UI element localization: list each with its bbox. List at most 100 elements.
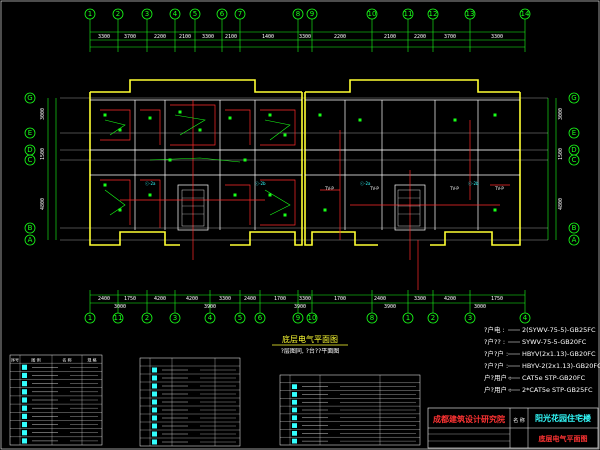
left-unit-wiring: [100, 100, 296, 260]
axis-label: 1: [88, 10, 92, 18]
axis-bubble-left: A: [24, 234, 36, 246]
stair-right: [397, 189, 421, 227]
svg-text:ⓒ-2a: ⓒ-2a: [360, 180, 371, 186]
fixture-marker: [243, 158, 247, 162]
legend-symbol: [22, 372, 27, 379]
axis-label: 2: [116, 10, 120, 18]
cable-note: ?户电 :2(SYWV-75-5)-GB25FC: [484, 325, 596, 334]
legend-header: 图 例: [31, 357, 40, 363]
axis-bubble-bottom: 2: [427, 290, 439, 324]
stair-left: [181, 189, 205, 227]
legend-symbol: [22, 430, 27, 436]
axis-bubble-bottom: 8: [366, 290, 378, 324]
right-unit-walls: [304, 79, 521, 246]
dim-label: 2100: [225, 34, 237, 40]
project-label: 名 称: [513, 417, 525, 424]
legend-symbol: [292, 430, 297, 436]
cable-code: ?户?户 :: [484, 349, 508, 358]
legend-symbol: [292, 438, 297, 444]
axis-label: C: [572, 156, 577, 164]
axis-label: 3: [145, 10, 149, 18]
axis-bubble-top: 3: [141, 8, 153, 52]
cable-code: 户?用户 :: [484, 373, 511, 382]
fixture-marker: [233, 193, 237, 197]
legend-symbol: [152, 367, 157, 373]
axis-label: D: [571, 146, 576, 154]
axis-label: 14: [521, 10, 530, 18]
dim-label: 1400: [262, 34, 274, 40]
axis-bubble-right: E: [568, 127, 580, 139]
legend-symbol: [152, 407, 157, 413]
axis-bubble-top: 9: [306, 8, 318, 52]
cable-spec: CAT5e STP-GB20FC: [522, 374, 586, 382]
cable-note: ?户?户 :HBYV(2x1.13)-GB20FC: [484, 349, 596, 358]
legend-symbol: [152, 431, 157, 437]
axis-bubble-left: G: [24, 92, 36, 104]
axis-label: 3: [173, 314, 177, 322]
cable-spec: HBYV-2(2x1.13)-GB20FC: [522, 362, 600, 370]
dim-label: 2200: [414, 34, 426, 40]
dimension-lines-top: [90, 31, 525, 48]
room-labels: ⓒ-2a ⓒ-2b ⓒ-2a ⓒ-2b TV-P TV-P TV-P TV-P: [145, 180, 504, 191]
svg-text:TV-P: TV-P: [369, 186, 379, 191]
legend-symbol: [152, 375, 157, 381]
axis-label: 6: [220, 10, 225, 18]
svg-text:ⓒ-2a: ⓒ-2a: [145, 180, 156, 186]
fixture-marker: [148, 116, 152, 120]
axis-label: E: [572, 129, 576, 137]
axis-bubble-top: 10: [366, 8, 378, 52]
svg-text:TV-P: TV-P: [494, 186, 504, 191]
dim-label: 2100: [384, 34, 396, 40]
axis-bubble-bottom: 6: [254, 290, 266, 324]
legend-symbol: [292, 392, 297, 397]
institute-name: 成都建筑设计研究院: [433, 414, 505, 424]
axis-label: 1: [88, 314, 92, 322]
axis-label: G: [571, 94, 576, 102]
cable-code: ?户电 :: [484, 325, 505, 334]
dim-label: 2200: [154, 34, 166, 40]
axis-bubble-left: D: [24, 144, 36, 156]
axis-bubble-left: B: [24, 222, 36, 234]
dim-label: 2200: [334, 34, 346, 40]
axis-bubble-bottom: 1: [84, 290, 96, 324]
dimension-lines-left: 3000 1500 4800: [40, 98, 57, 240]
fixture-marker: [493, 113, 497, 117]
dim-label: 1700: [274, 296, 286, 302]
dim-label: 3000: [114, 304, 126, 310]
fixture-marker: [283, 213, 287, 217]
plan-title: 底层电气平面图: [282, 334, 338, 344]
legend-symbol: [292, 415, 297, 421]
legend-header: 名 称: [62, 357, 71, 363]
axis-label: 11: [114, 314, 123, 322]
axis-bubble-bottom: 9: [292, 290, 304, 324]
fixture-marker: [493, 208, 497, 212]
cable-note: 户?用户 : CAT5e STP-GB20FC: [484, 373, 586, 382]
legend-table-2: [139, 357, 241, 447]
svg-text:ⓒ-2b: ⓒ-2b: [255, 180, 266, 186]
dim-label: 2400: [374, 296, 386, 302]
axis-label: 2: [145, 314, 149, 322]
dim-label: 3700: [444, 34, 456, 40]
axis-bubble-bottom: 5: [234, 290, 246, 324]
legend-symbol: [292, 384, 297, 390]
fixture-marker: [453, 118, 457, 122]
axis-bubble-right: B: [568, 222, 580, 234]
dim-label: 3900: [204, 304, 216, 310]
axis-label: B: [572, 224, 577, 232]
dim-label: 3300: [98, 34, 110, 40]
axis-label: 12: [429, 10, 438, 18]
legend-symbol: [152, 439, 157, 445]
axis-label: 9: [296, 314, 300, 322]
axis-bubble-right: G: [568, 92, 580, 104]
axis-label: A: [572, 236, 577, 244]
axis-bubble-bottom: 10: [306, 290, 318, 324]
axis-bubble-right: C: [568, 154, 580, 166]
dim-label: 4200: [154, 296, 166, 302]
dimension-lines-bottom: [90, 294, 525, 304]
axis-bubble-bottom: 2: [141, 290, 153, 324]
project-name: 阳光花园住宅楼: [535, 413, 591, 423]
dim-label: 2100: [179, 34, 191, 40]
fixture-marker: [168, 158, 172, 162]
